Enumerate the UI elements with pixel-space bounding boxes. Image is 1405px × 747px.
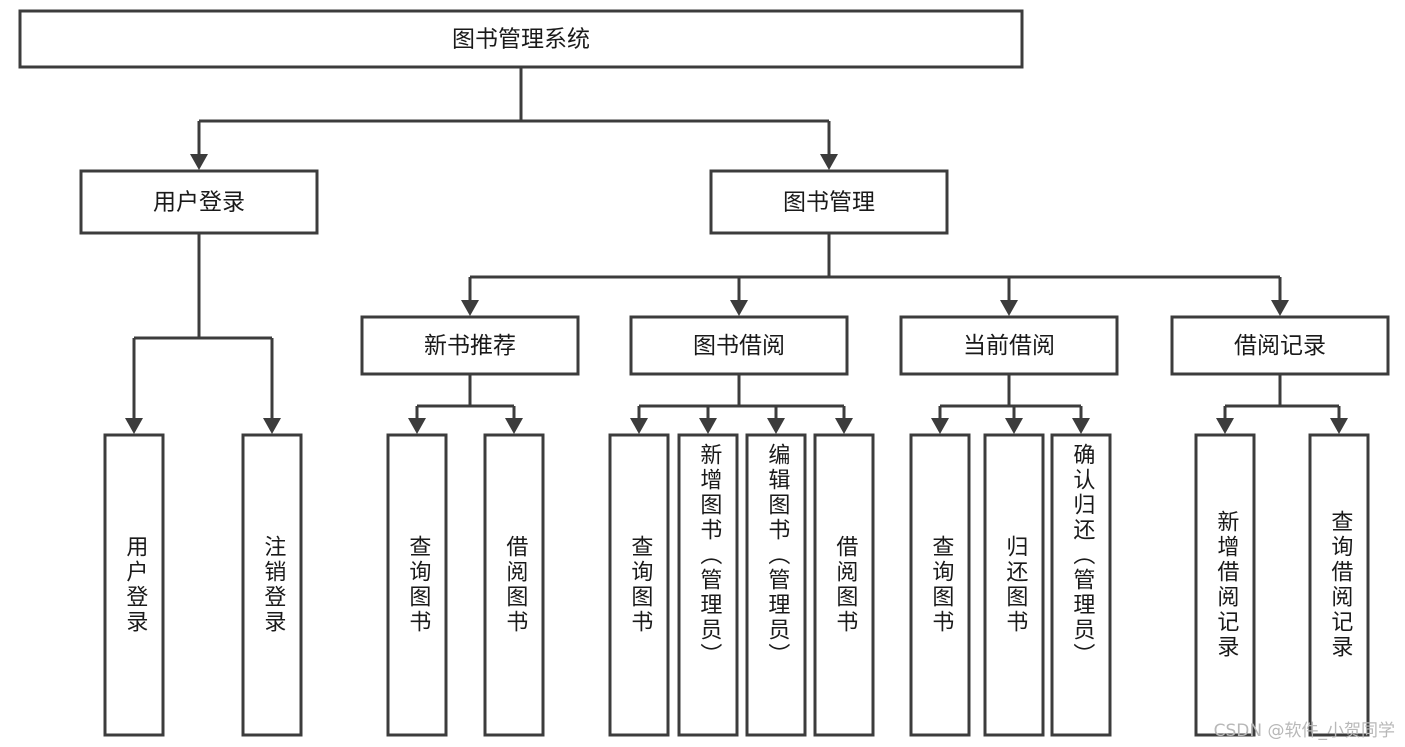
node-box-leaf-add-record[interactable]	[1194, 433, 1256, 737]
node-box-leaf-return-book[interactable]	[983, 433, 1045, 737]
node-label-current-borrow: 当前借阅	[963, 333, 1055, 359]
node-box-leaf-query-record[interactable]	[1308, 433, 1370, 737]
arrow-head	[820, 154, 838, 170]
node-box-leaf-add-book[interactable]	[677, 433, 739, 737]
node-label-book-manage: 图书管理	[783, 190, 875, 216]
arrow-head	[1271, 300, 1289, 316]
node-label-root: 图书管理系统	[452, 27, 590, 53]
arrow-head	[1072, 418, 1090, 434]
arrow-head	[1000, 300, 1018, 316]
node-box-leaf-query-book-1[interactable]	[386, 433, 448, 737]
node-box-leaf-query-book-3[interactable]	[909, 433, 971, 737]
node-box-book-manage[interactable]	[709, 169, 949, 235]
node-box-leaf-logout[interactable]	[241, 433, 303, 737]
arrow-head	[461, 300, 479, 316]
node-label-book-borrow: 图书借阅	[693, 333, 785, 359]
node-label-user-login: 用户登录	[153, 190, 245, 216]
node-box-root[interactable]	[18, 9, 1024, 69]
node-box-leaf-edit-book[interactable]	[745, 433, 807, 737]
arrow-head	[1005, 418, 1023, 434]
node-box-borrow-record[interactable]	[1170, 315, 1390, 376]
node-box-user-login[interactable]	[79, 169, 319, 235]
arrow-head	[1330, 418, 1348, 434]
node-box-leaf-query-book-2[interactable]	[608, 433, 670, 737]
node-box-leaf-user-login[interactable]	[103, 433, 165, 737]
arrow-head	[505, 418, 523, 434]
arrow-head	[1216, 418, 1234, 434]
arrow-head	[190, 154, 208, 170]
node-box-layer	[18, 9, 1390, 737]
arrow-head	[699, 418, 717, 434]
node-box-leaf-borrow-book-2[interactable]	[813, 433, 875, 737]
node-box-current-borrow[interactable]	[899, 315, 1119, 376]
csdn-watermark: CSDN @软件_小贺同学	[1213, 721, 1395, 741]
connector-layer	[125, 67, 1348, 434]
node-label-borrow-record: 借阅记录	[1234, 333, 1326, 359]
arrow-head	[835, 418, 853, 434]
arrow-head	[730, 300, 748, 316]
arrow-head	[630, 418, 648, 434]
arrow-head	[931, 418, 949, 434]
node-box-leaf-borrow-book-1[interactable]	[483, 433, 545, 737]
node-box-new-book-rec[interactable]	[360, 315, 580, 376]
arrow-head	[263, 418, 281, 434]
node-label-new-book-rec: 新书推荐	[424, 333, 516, 359]
node-box-book-borrow[interactable]	[629, 315, 849, 376]
arrow-head	[125, 418, 143, 434]
arrow-head	[408, 418, 426, 434]
arrow-head	[767, 418, 785, 434]
node-box-leaf-confirm-return[interactable]	[1050, 433, 1112, 737]
